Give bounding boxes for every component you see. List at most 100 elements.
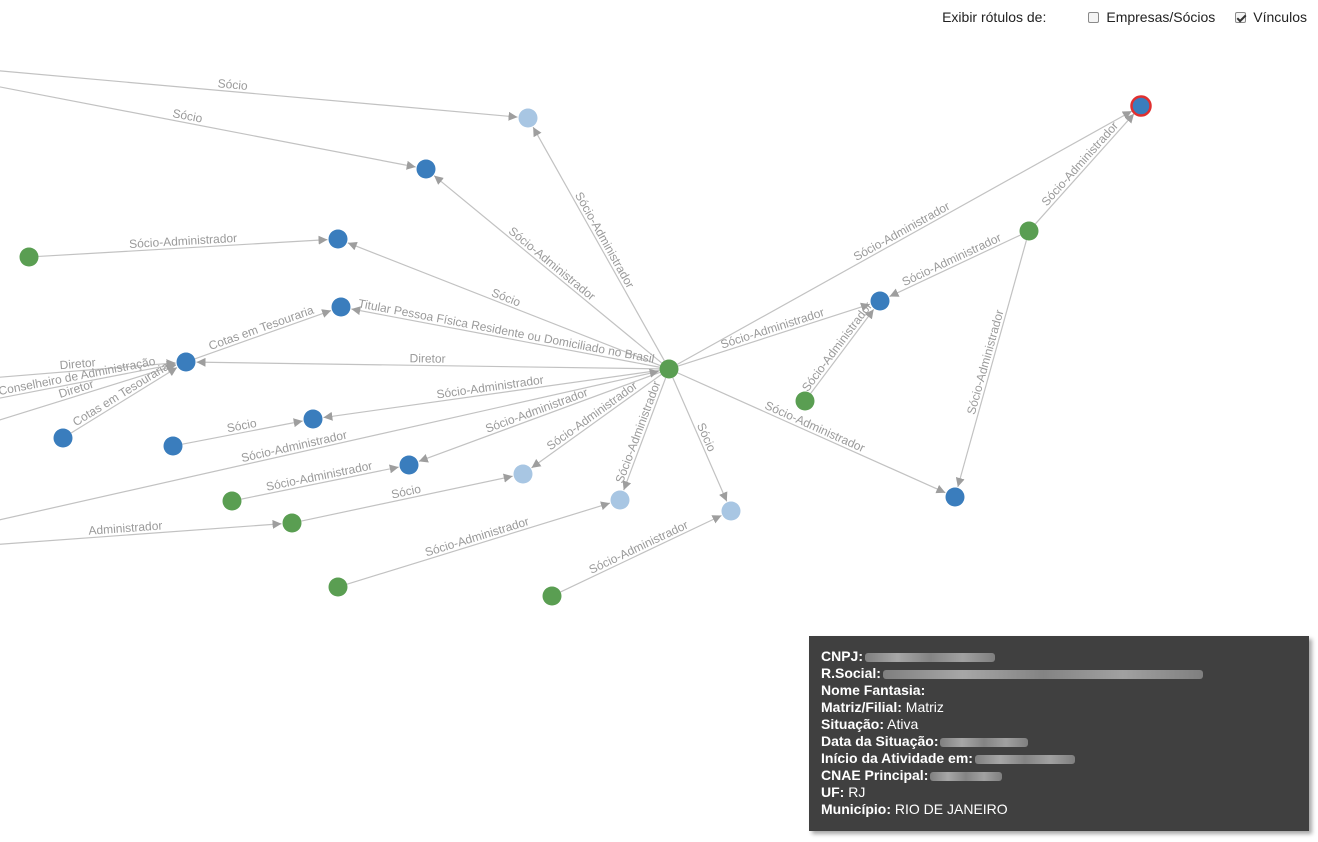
edge-label: Sócio-Administrador bbox=[129, 231, 238, 251]
company-node-n528[interactable] bbox=[518, 108, 538, 128]
edge-off1-n528 bbox=[0, 70, 518, 121]
edge-label: Sócio-Administrador bbox=[964, 308, 1006, 416]
edge-label: Sócio-Administrador bbox=[587, 518, 691, 577]
companies-partners-label: Empresas/Sócios bbox=[1106, 9, 1216, 25]
edge-label: Sócio-Administrador bbox=[572, 190, 637, 291]
company-node-n880[interactable] bbox=[870, 291, 890, 311]
edge-hub-n338 bbox=[347, 241, 661, 367]
company-node-n341[interactable] bbox=[331, 297, 351, 317]
tooltip-value: RJ bbox=[844, 784, 866, 800]
edge-hub-n880 bbox=[677, 302, 871, 367]
tooltip-row: R.Social: bbox=[821, 665, 1297, 682]
edge-n186-n341 bbox=[194, 309, 332, 360]
tooltip-key: Matriz/Filial: bbox=[821, 699, 902, 715]
edge-hub-n426 bbox=[433, 175, 663, 364]
redacted-value bbox=[865, 652, 996, 662]
tooltip-key: Início da Atividade em: bbox=[821, 750, 973, 766]
tooltip-value: Ativa bbox=[884, 716, 919, 732]
edge-label: Sócio bbox=[490, 285, 523, 309]
edge-label: Sócio bbox=[390, 482, 423, 502]
edge-p232-n409 bbox=[241, 464, 399, 500]
person-node-p292[interactable] bbox=[282, 513, 302, 533]
edges-layer bbox=[0, 70, 1135, 593]
redacted-value bbox=[974, 754, 1075, 764]
edge-label: Sócio bbox=[171, 106, 203, 125]
edge-hub-n313 bbox=[323, 369, 660, 421]
edge-hub-n620 bbox=[622, 377, 667, 491]
edge-p63-n186 bbox=[70, 367, 178, 434]
company-node-n955[interactable] bbox=[945, 487, 965, 507]
edge-hub-n528 bbox=[532, 126, 665, 362]
edge-off3-n186 bbox=[0, 359, 176, 378]
tooltip-row: Matriz/Filial: Matriz bbox=[821, 699, 1297, 716]
tooltip-key: UF: bbox=[821, 784, 845, 800]
edge-hub-n409 bbox=[418, 371, 661, 463]
tooltip-row: UF: RJ bbox=[821, 784, 1297, 801]
edge-hub-n523 bbox=[531, 374, 662, 469]
person-node-p805[interactable] bbox=[795, 391, 815, 411]
edge-hub-n186 bbox=[196, 357, 660, 370]
company-node-n523[interactable] bbox=[513, 464, 533, 484]
edge-label: Cotas em Tesouraria bbox=[207, 303, 316, 353]
person-node-p552[interactable] bbox=[542, 586, 562, 606]
edge-p1029-n880 bbox=[889, 234, 1021, 298]
edge-label: Diretor bbox=[59, 355, 96, 372]
companies-partners-checkbox[interactable] bbox=[1088, 11, 1100, 23]
edge-off6-hub bbox=[0, 368, 659, 521]
tooltip-key: Nome Fantasia: bbox=[821, 682, 926, 698]
person-node-p232[interactable] bbox=[222, 491, 242, 511]
edge-label: Titular Pessoa Física Residente ou Domic… bbox=[357, 296, 655, 366]
edge-label: Sócio bbox=[217, 76, 248, 93]
company-node-n313[interactable] bbox=[303, 409, 323, 429]
edge-label: Sócio-Administrador bbox=[436, 373, 545, 402]
toggle-companies-partners[interactable]: Empresas/Sócios bbox=[1088, 9, 1215, 25]
company-node-n731[interactable] bbox=[721, 501, 741, 521]
tooltip-row: CNAE Principal: bbox=[821, 767, 1297, 784]
person-node-p338[interactable] bbox=[328, 577, 348, 597]
toggle-links[interactable]: Vínculos bbox=[1235, 9, 1307, 25]
company-node-p173[interactable] bbox=[163, 436, 183, 456]
tooltip-row: CNPJ: bbox=[821, 648, 1297, 665]
label-controls: Exibir rótulos de: Empresas/Sócios Víncu… bbox=[942, 9, 1307, 25]
edge-label: Sócio-Administrador bbox=[1039, 119, 1122, 209]
edge-label: Sócio-Administrador bbox=[240, 428, 348, 465]
tooltip-row: Data da Situação: bbox=[821, 733, 1297, 750]
redacted-value bbox=[940, 737, 1029, 747]
edge-label: Sócio bbox=[226, 416, 258, 435]
tooltip-row: Município: RIO DE JANEIRO bbox=[821, 801, 1297, 818]
redacted-value bbox=[882, 669, 1203, 679]
company-node-n338[interactable] bbox=[328, 229, 348, 249]
edge-hub-n955 bbox=[677, 372, 946, 494]
edge-p292-n523 bbox=[301, 473, 513, 522]
edge-label: Sócio-Administrador bbox=[423, 514, 530, 559]
edge-label: Administrador bbox=[88, 518, 163, 537]
company-node-n1141[interactable] bbox=[1130, 95, 1152, 117]
company-info-tooltip: CNPJ:R.Social:Nome Fantasia: Matriz/Fili… bbox=[809, 636, 1309, 831]
person-node-p29[interactable] bbox=[19, 247, 39, 267]
tooltip-key: Município: bbox=[821, 801, 891, 817]
edge-off7-p292 bbox=[0, 519, 282, 545]
person-node-hub[interactable] bbox=[659, 359, 679, 379]
company-node-n620[interactable] bbox=[610, 490, 630, 510]
links-checkbox[interactable] bbox=[1235, 11, 1247, 23]
edge-p805-n880 bbox=[810, 309, 875, 394]
nodes-layer bbox=[19, 95, 1152, 606]
company-node-p63[interactable] bbox=[53, 428, 73, 448]
redacted-value bbox=[930, 771, 1003, 781]
edge-hub-n1141 bbox=[677, 110, 1133, 365]
company-node-n186[interactable] bbox=[176, 352, 196, 372]
edge-p1029-n1141 bbox=[1034, 113, 1135, 225]
edge-label: Sócio-Administrador bbox=[763, 398, 867, 455]
edge-off5-n186 bbox=[0, 363, 177, 421]
edge-hub-n731 bbox=[672, 377, 728, 502]
edge-p173-n313 bbox=[182, 418, 303, 445]
person-node-p1029[interactable] bbox=[1019, 221, 1039, 241]
company-node-n409[interactable] bbox=[399, 455, 419, 475]
edge-hub-n341 bbox=[351, 306, 660, 368]
company-node-n426[interactable] bbox=[416, 159, 436, 179]
edge-p338-n620 bbox=[346, 501, 611, 585]
edge-label: Sócio-Administrador bbox=[900, 230, 1004, 289]
tooltip-row: Nome Fantasia: bbox=[821, 682, 1297, 699]
edge-p1029-n955 bbox=[955, 239, 1028, 488]
